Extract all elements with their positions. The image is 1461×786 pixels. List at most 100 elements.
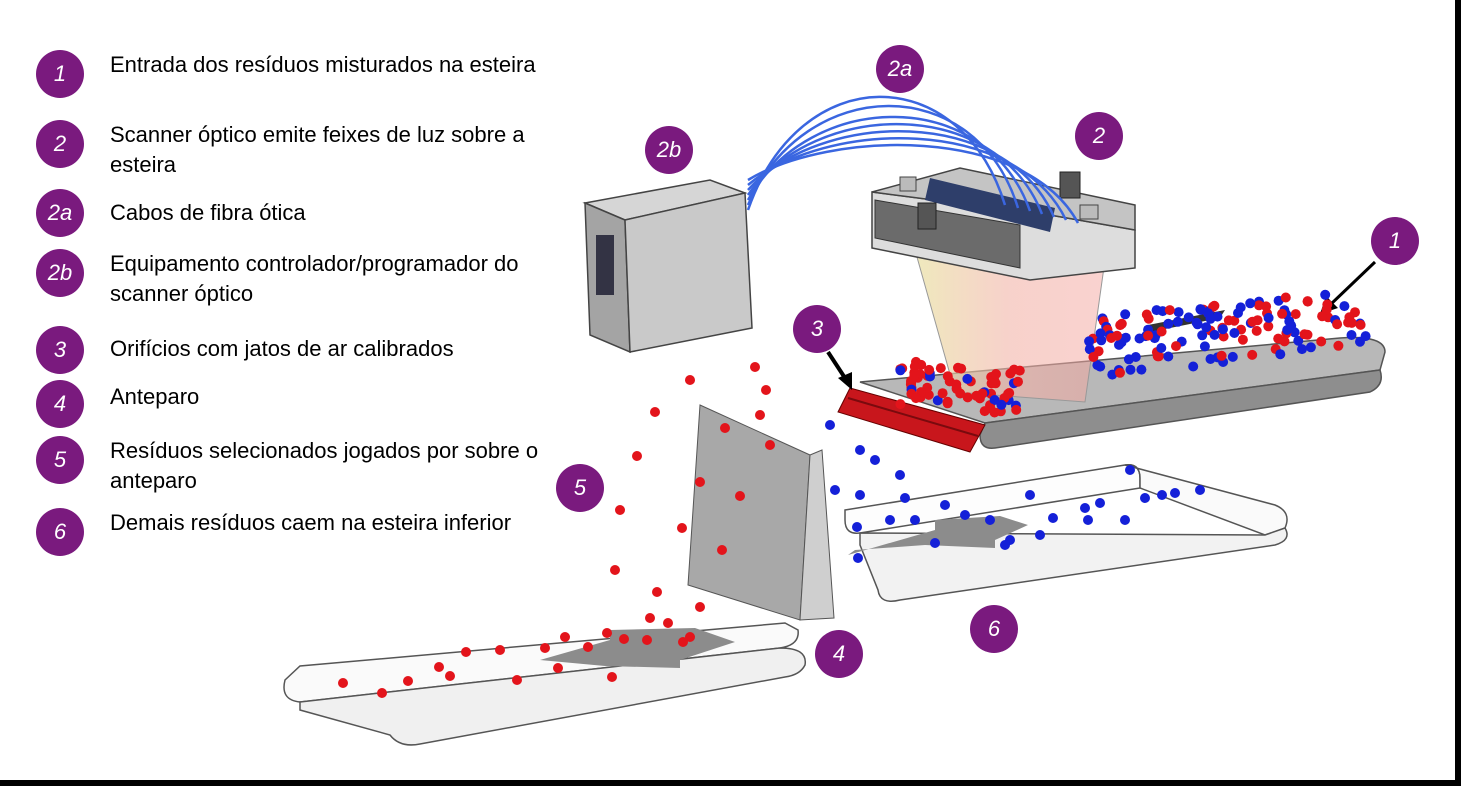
mixed-residue-particle <box>1275 349 1286 360</box>
rejected-residue-particle <box>1125 465 1135 475</box>
rejected-residue-particle <box>1095 498 1105 508</box>
mixed-residue-particle <box>1277 308 1288 319</box>
mixed-residue-particle <box>1197 330 1208 341</box>
mixed-residue-particle <box>1209 329 1220 340</box>
rejected-residue-particle <box>910 515 920 525</box>
mixed-residue-particle <box>1172 316 1183 327</box>
selected-residue-particle <box>663 618 673 628</box>
mixed-residue-particle <box>1290 309 1301 320</box>
legend-text: Demais resíduos caem na esteira inferior <box>110 510 512 535</box>
mixed-residue-particle <box>1280 292 1291 303</box>
mixed-residue-particle <box>1199 341 1210 352</box>
mixed-residue-particle <box>1245 298 1256 309</box>
mixed-residue-particle <box>1205 313 1216 324</box>
mixed-residue-particle <box>1163 351 1174 362</box>
legend-text: Cabos de fibra ótica <box>110 200 306 225</box>
mixed-residue-particle <box>1216 350 1227 361</box>
rejected-residue-particle <box>900 493 910 503</box>
legend-badge: 2a <box>36 189 84 237</box>
selected-residue-particle <box>761 385 771 395</box>
mixed-residue-particle <box>1339 301 1350 312</box>
mixed-residue-particle <box>1360 331 1371 342</box>
mixed-residue-particle <box>909 370 920 381</box>
rejected-residue-particle <box>853 553 863 563</box>
legend-text: Equipamento controlador/programador do s… <box>110 251 519 306</box>
mixed-residue-particle <box>1205 354 1216 364</box>
mixed-residue-particle <box>1286 320 1297 331</box>
selected-residue-particle <box>560 632 570 642</box>
mixed-residue-particle <box>1115 367 1125 378</box>
selected-residue-particle <box>553 663 563 673</box>
mixed-residue-particle <box>1143 330 1154 341</box>
selected-residue-particle <box>583 642 593 652</box>
legend-badge: 2 <box>36 120 84 168</box>
rejected-residue-particle <box>1048 513 1058 523</box>
legend-item-5: 5 Resíduos selecionados jogados por sobr… <box>36 436 560 496</box>
legend-item-3: 3 Orifícios com jatos de ar calibrados <box>36 326 560 374</box>
legend-text: Orifícios com jatos de ar calibrados <box>110 336 454 361</box>
mixed-residue-particle <box>1192 319 1203 330</box>
mixed-residue-particle <box>1227 351 1238 362</box>
mixed-residue-particle <box>1229 328 1240 338</box>
mixed-residue-particle <box>1171 341 1181 352</box>
mixed-residue-particle <box>1112 330 1122 341</box>
mixed-residue-particle <box>932 395 943 406</box>
mixed-residue-particle <box>1237 334 1248 345</box>
mixed-residue-particle <box>895 365 906 376</box>
selected-residue-particle <box>632 451 642 461</box>
mixed-residue-particle <box>1201 322 1212 333</box>
mixed-residue-particle <box>1252 315 1263 326</box>
legend-item-2: 2 Scanner óptico emite feixes de luz sob… <box>36 120 560 180</box>
lower-conveyor-belt <box>844 464 1288 602</box>
legend-item-6: 6 Demais resíduos caem na esteira inferi… <box>36 508 560 556</box>
mixed-residue-particle <box>1151 305 1162 316</box>
mixed-residue-particle <box>1095 361 1106 372</box>
mixed-residue-particle <box>1003 388 1014 399</box>
legend-item-2b: 2b Equipamento controlador/programador d… <box>36 249 560 309</box>
mixed-residue-particle <box>1233 308 1243 318</box>
selected-conveyor-belt <box>283 622 807 746</box>
mixed-residue-particle <box>895 399 906 410</box>
mixed-residue-particle <box>1005 368 1016 379</box>
mixed-residue-particle <box>1152 351 1163 362</box>
selected-residue-particle <box>610 565 620 575</box>
selected-residue-particle <box>338 678 348 688</box>
selected-residue-particle <box>685 375 695 385</box>
rejected-residue-particle <box>1170 488 1180 498</box>
rejected-residue-particle <box>855 445 865 455</box>
rejected-residue-particle <box>1157 490 1167 500</box>
rejected-residue-particle <box>930 538 940 548</box>
selected-residue-particle <box>677 523 687 533</box>
rejected-residue-particle <box>940 500 950 510</box>
rejected-residue-particle <box>1140 493 1150 503</box>
mixed-residue-particle <box>1084 344 1095 355</box>
selected-residue-particle <box>607 672 617 682</box>
mixed-residue-particle <box>996 399 1007 410</box>
badge-2a: 2a <box>876 45 924 93</box>
mixed-residue-particle <box>1321 304 1332 315</box>
legend-item-1: 1 Entrada dos resíduos misturados na est… <box>36 50 560 98</box>
residue-particles <box>338 289 1371 698</box>
selected-residue-particle <box>650 407 660 417</box>
selected-residue-particle <box>678 637 688 647</box>
legend-item-2a: 2a Cabos de fibra ótica <box>36 189 560 237</box>
selected-residue-particle <box>717 545 727 555</box>
selected-residue-particle <box>540 643 550 653</box>
mixed-residue-particle <box>942 371 953 382</box>
mixed-residue-particle <box>1320 289 1331 300</box>
mixed-residue-particle <box>1183 312 1194 323</box>
selected-residue-particle <box>445 671 455 681</box>
legend-badge: 5 <box>36 436 84 484</box>
mixed-residue-particle <box>953 362 963 373</box>
badge-6: 6 <box>970 605 1018 653</box>
mixed-residue-particle <box>1332 319 1343 330</box>
mixed-residue-particle <box>1263 321 1274 332</box>
selected-residue-particle <box>377 688 387 698</box>
selected-residue-particle <box>495 645 505 655</box>
rejected-residue-particle <box>1000 540 1010 550</box>
fiber-optic-cables <box>746 95 1080 224</box>
rejected-residue-particle <box>855 490 865 500</box>
mixed-residue-particle <box>1163 318 1174 329</box>
mixed-residue-particle <box>937 388 948 399</box>
